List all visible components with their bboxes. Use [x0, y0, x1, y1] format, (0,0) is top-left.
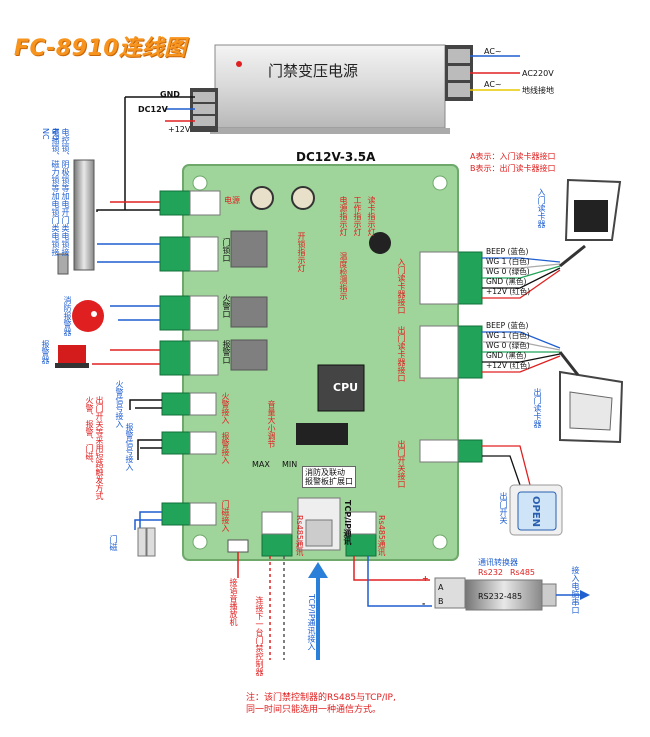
power-led-label: 电源指示灯: [339, 196, 348, 236]
note-fire-2: 出门开关等采用短路触发方式: [95, 396, 104, 500]
tcp-label: TCP/IP通讯: [343, 500, 352, 545]
power-terminal-label: 电源: [224, 196, 240, 205]
alarm-input-label: 报警信号接入: [125, 423, 134, 471]
alarm-light-label: 报警器: [41, 340, 50, 364]
next-controller-label: 连接下一台门禁控制器: [255, 596, 264, 676]
lock-port-label: 门锁口: [222, 238, 231, 262]
lock-led-label: 开锁指示灯: [297, 232, 306, 272]
note-line-1: 注：该门禁控制器的RS485与TCP/IP,: [246, 693, 396, 703]
reader-out-port-label: 出门读卡器接口: [397, 326, 406, 382]
exit-button-device: [509, 484, 563, 536]
converter-body: RS232-485: [478, 592, 523, 601]
fire-alarm-device: [72, 300, 104, 332]
door-magnet-label: 门磁: [109, 535, 118, 551]
rout-wire-1: WG 1 (白色): [486, 331, 530, 340]
psu-rating: DC12V-3.5A: [296, 150, 376, 164]
reader-out-label: 出门读卡器: [533, 388, 542, 428]
rin-wire-1: WG 1 (白色): [486, 257, 530, 266]
converter-rs232: Rs232: [478, 568, 503, 577]
fire-alarm-label: 消防报警器: [63, 296, 72, 336]
conv-b: B: [438, 597, 444, 606]
door-in-port-label: 门磁接入: [221, 500, 230, 532]
lock-wires: [96, 201, 160, 263]
conv-plus: +: [422, 574, 429, 583]
converter-rs485: Rs485: [510, 568, 535, 577]
note-line-2: 同一时间只能选用一种通信方式。: [246, 705, 382, 715]
power-supply: [190, 44, 473, 134]
psu-name: 门禁变压电源: [268, 62, 359, 80]
temp-led-label: 温度检测指示: [339, 252, 348, 300]
ac-a-label: AC~: [484, 47, 502, 56]
open-text: OPEN: [530, 496, 541, 528]
tcp-in-label: TCP/IP通讯接入: [307, 594, 316, 651]
conv-a: A: [438, 583, 444, 592]
to-pc-label: 接入电脑串口: [571, 566, 580, 614]
diagram-title: FC-8910连线图: [14, 36, 187, 61]
lock-text-1: 电插锁、磁力锁等加电锁门类电锁接NC: [41, 128, 60, 256]
fire-port-label: 火警口: [222, 294, 231, 318]
alarm-wires: [92, 305, 162, 530]
expansion-line-1: 消防及联动: [305, 468, 345, 477]
expansion-line-2: 报警板扩展口: [305, 477, 353, 486]
fire-in-port-label: 火警接入: [221, 392, 230, 424]
cpu-label: CPU: [333, 381, 359, 394]
volume-max: MAX: [252, 460, 270, 469]
rin-wire-2: WG 0 (绿色): [486, 267, 530, 276]
reader-in-label: 入门读卡器: [537, 188, 546, 228]
read-led-label: 读卡指示灯: [367, 196, 376, 236]
gnd-label: GND: [160, 90, 180, 99]
ac220v-label: AC220V: [522, 69, 554, 78]
electric-lock: [57, 159, 95, 275]
dc12v-label: DC12V: [138, 105, 168, 114]
rs485-b-label: Rs485通讯: [377, 515, 386, 556]
rout-wire-2: WG 0 (绿色): [486, 341, 530, 350]
work-led-label: 工作指示灯: [353, 196, 362, 236]
lock-text-2: 电控锁、阴极锁等加电开门类电锁接NO: [51, 128, 70, 256]
note-fire-1: 火警、报警、门磁、: [85, 396, 94, 468]
rin-wire-3: GND (黑色): [486, 277, 527, 286]
speaker-connector: [227, 539, 249, 553]
reader-in-port-label: 入门读卡器接口: [397, 258, 406, 314]
expansion-port-label: 消防及联动 报警板扩展口: [302, 466, 356, 488]
earth-label: 地线接地: [522, 86, 554, 95]
pc-arrow-head: [580, 590, 590, 600]
rs232-485-converter: [434, 577, 557, 611]
psu-wires: [124, 55, 520, 210]
exit-port-label: 出门开关接口: [397, 440, 406, 488]
rout-wire-0: BEEP (蓝色): [486, 321, 529, 330]
fire-input-label: 火警信号接入: [115, 380, 124, 428]
rin-wire-4: +12V (红色): [486, 287, 531, 296]
legend-b: B表示：出门读卡器接口: [470, 164, 556, 173]
rout-wire-3: GND (黑色): [486, 351, 527, 360]
volume-min: MIN: [282, 460, 298, 469]
reader-out-device: [559, 370, 624, 444]
exit-button-label: 出门开关: [499, 492, 508, 524]
door-magnet-device: [137, 527, 156, 557]
rs485-wires: [269, 556, 432, 660]
speaker-label: 接语音播放机: [229, 578, 238, 626]
volume-label: 音量大小调节: [267, 400, 276, 448]
alarm-port-label: 报警口: [222, 340, 231, 364]
legend-a: A表示：入门读卡器接口: [470, 152, 556, 161]
alarm-light-device: [55, 345, 89, 368]
reader-in-device: [564, 178, 622, 241]
rin-wire-0: BEEP (蓝色): [486, 247, 529, 256]
controller-board: [159, 164, 483, 561]
ac-b-label: AC~: [484, 80, 502, 89]
conv-minus: -: [422, 599, 426, 608]
rout-wire-4: +12V (红色): [486, 361, 531, 370]
alarm-in-port-label: 报警接入: [221, 432, 230, 464]
tcp-arrow: [308, 562, 328, 660]
rs485-a-label: Rs485通讯: [295, 515, 304, 556]
reader-wires: [482, 244, 586, 486]
plus12v-label: +12V: [168, 125, 191, 134]
converter-title: 通讯转换器: [478, 558, 518, 567]
